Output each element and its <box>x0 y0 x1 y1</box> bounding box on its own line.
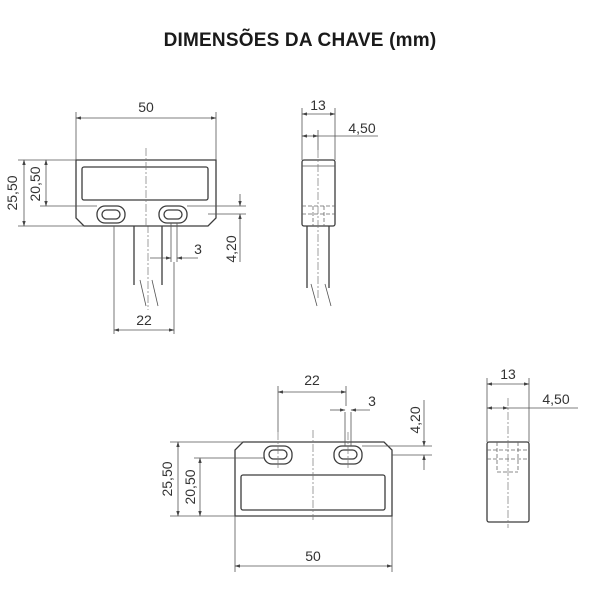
top-hole-offset-label: 4,20 <box>223 235 239 262</box>
top-mounting-hole-right <box>158 205 188 224</box>
bottom-side-offset-label: 4,50 <box>542 391 569 407</box>
top-side-view: 13 4,50 <box>301 97 378 307</box>
bottom-height-outer-label: 25,50 <box>159 461 175 496</box>
top-width-label: 50 <box>138 99 154 115</box>
top-label-window <box>81 166 209 201</box>
bottom-mounting-hole-left <box>263 445 293 465</box>
top-side-body <box>301 159 336 227</box>
top-height-inner-label: 20,50 <box>27 166 43 201</box>
top-side-offset-label: 4,50 <box>348 120 375 136</box>
bottom-hole-width-label: 3 <box>368 393 376 409</box>
top-hole-width-label: 3 <box>194 241 202 257</box>
bottom-front-view: 22 3 4,20 25,50 20,50 50 <box>159 372 432 572</box>
top-side-depth-label: 13 <box>310 97 326 113</box>
top-hole-spacing-label: 22 <box>136 312 152 328</box>
bottom-side-depth-label: 13 <box>500 366 516 382</box>
bottom-hole-offset-label: 4,20 <box>407 406 423 433</box>
bottom-hole-spacing-label: 22 <box>304 372 320 388</box>
bottom-mounting-hole-right <box>333 445 363 465</box>
top-mounting-hole-left <box>96 205 126 224</box>
bottom-side-view: 13 4,50 <box>486 366 578 528</box>
bottom-width-label: 50 <box>305 548 321 564</box>
bottom-height-inner-label: 20,50 <box>182 469 198 504</box>
top-front-view: 50 25,50 20,50 4,20 3 22 <box>4 99 246 334</box>
top-height-outer-label: 25,50 <box>4 175 20 210</box>
top-cable <box>133 225 163 310</box>
page-title: DIMENSÕES DA CHAVE (mm) <box>163 30 437 51</box>
